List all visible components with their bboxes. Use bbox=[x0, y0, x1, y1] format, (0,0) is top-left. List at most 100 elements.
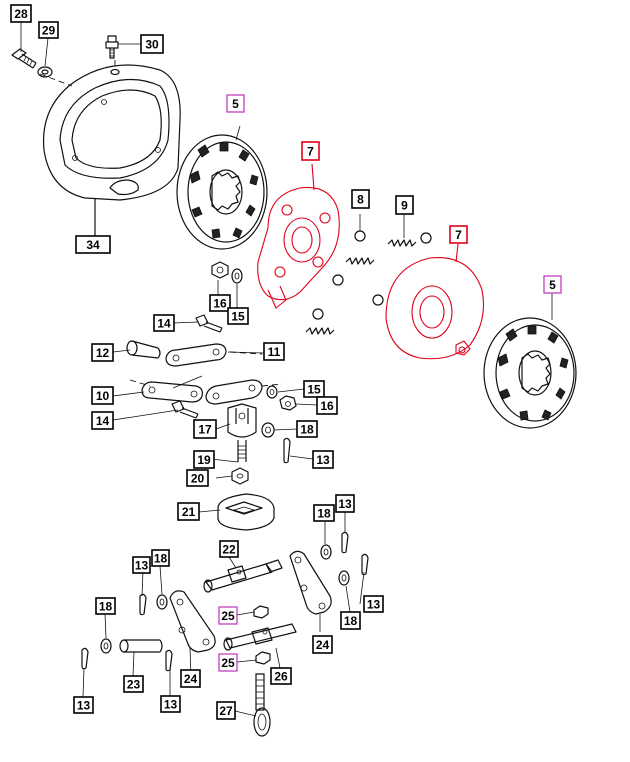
callout-text: 21 bbox=[182, 505, 196, 519]
callout-13: 13 bbox=[132, 556, 151, 574]
callout-text: 15 bbox=[231, 310, 245, 324]
callout-text: 23 bbox=[127, 678, 141, 692]
part-links-11 bbox=[129, 343, 263, 387]
callout-box bbox=[219, 540, 239, 558]
callout-box bbox=[218, 653, 238, 672]
part-plate-24-right bbox=[289, 550, 332, 632]
callout-22: 22 bbox=[219, 540, 239, 558]
callout-5: 5 bbox=[226, 94, 245, 113]
callout-text: 16 bbox=[213, 297, 227, 311]
callout-text: 12 bbox=[96, 346, 110, 360]
callout-text: 18 bbox=[344, 614, 358, 628]
callout-text: 15 bbox=[307, 383, 321, 397]
part-nut-16-washer-15-upper bbox=[211, 261, 243, 284]
callout-box bbox=[91, 386, 114, 405]
part-washer-29 bbox=[37, 66, 53, 78]
callout-13: 13 bbox=[73, 696, 94, 714]
callout-14: 14 bbox=[91, 411, 114, 430]
callout-box bbox=[73, 696, 94, 714]
callout-24: 24 bbox=[312, 635, 333, 654]
callout-box bbox=[177, 502, 200, 521]
part-links-10 bbox=[141, 379, 283, 405]
callout-17: 17 bbox=[193, 419, 217, 439]
callout-text: 24 bbox=[316, 638, 330, 652]
callout-18: 18 bbox=[296, 420, 318, 438]
callout-9: 9 bbox=[395, 195, 414, 215]
callout-box bbox=[340, 611, 361, 630]
part-clevis-17 bbox=[227, 403, 257, 462]
callout-25: 25 bbox=[218, 653, 238, 672]
callout-text: 16 bbox=[320, 399, 334, 413]
callout-10: 10 bbox=[91, 386, 114, 405]
callout-text: 29 bbox=[42, 24, 56, 38]
callout-box bbox=[10, 4, 32, 23]
callout-28: 28 bbox=[10, 4, 32, 23]
part-bolt-14-upper bbox=[195, 314, 223, 333]
callout-box bbox=[151, 549, 170, 567]
callout-15: 15 bbox=[303, 380, 325, 398]
callout-text: 28 bbox=[14, 7, 28, 21]
part-grease-nipple-30 bbox=[105, 35, 119, 59]
callout-13: 13 bbox=[335, 494, 355, 513]
part-washer-15-nut-16-lower bbox=[266, 385, 297, 411]
callout-box bbox=[270, 667, 292, 685]
callout-30: 30 bbox=[140, 34, 164, 54]
callout-text: 17 bbox=[198, 423, 212, 437]
part-bolt-14-lower bbox=[171, 400, 199, 419]
callout-text: 13 bbox=[367, 598, 381, 612]
callout-box bbox=[193, 450, 215, 469]
callout-text: 7 bbox=[455, 228, 462, 242]
callout-text: 25 bbox=[221, 609, 235, 623]
callout-29: 29 bbox=[38, 21, 59, 39]
part-balls-8 bbox=[312, 214, 432, 320]
callout-box bbox=[301, 141, 320, 161]
callout-7: 7 bbox=[301, 141, 320, 161]
callout-8: 8 bbox=[351, 189, 370, 209]
part-washer-18-pin-13-mid bbox=[261, 422, 291, 464]
callout-box bbox=[95, 597, 116, 615]
callout-box bbox=[226, 94, 245, 113]
part-shaft-26 bbox=[223, 623, 297, 651]
callout-16: 16 bbox=[209, 294, 231, 312]
callout-19: 19 bbox=[193, 450, 215, 469]
callout-box bbox=[296, 420, 318, 438]
callout-21: 21 bbox=[177, 502, 200, 521]
callout-box bbox=[180, 669, 201, 688]
callout-box bbox=[38, 21, 59, 39]
callout-27: 27 bbox=[216, 701, 236, 720]
part-pin-12 bbox=[126, 340, 161, 359]
callout-box bbox=[312, 450, 334, 469]
callout-box bbox=[316, 396, 338, 415]
callout-box bbox=[123, 675, 144, 693]
callout-text: 13 bbox=[164, 698, 178, 712]
callout-text: 19 bbox=[197, 453, 211, 467]
part-washers-pins-right bbox=[320, 531, 369, 586]
callout-26: 26 bbox=[270, 667, 292, 685]
part-bolt-28 bbox=[11, 48, 37, 69]
part-plate-24-left bbox=[169, 590, 216, 653]
callout-box bbox=[140, 34, 164, 54]
part-shaft-22 bbox=[203, 559, 283, 593]
part-brake-housing-34 bbox=[39, 60, 181, 238]
callout-20: 20 bbox=[186, 469, 209, 487]
callout-box bbox=[449, 225, 468, 244]
callout-text: 13 bbox=[338, 497, 352, 511]
callout-box bbox=[209, 294, 231, 312]
callout-18: 18 bbox=[340, 611, 361, 630]
callout-box bbox=[153, 314, 175, 332]
callout-box bbox=[227, 307, 249, 325]
callout-box bbox=[543, 275, 562, 294]
callout-text: 13 bbox=[316, 453, 330, 467]
callout-18: 18 bbox=[95, 597, 116, 615]
callout-text: 26 bbox=[274, 670, 288, 684]
callout-25: 25 bbox=[218, 606, 238, 625]
callout-18: 18 bbox=[151, 549, 170, 567]
part-brake-plate-7-right bbox=[385, 243, 485, 360]
callout-text: 22 bbox=[222, 543, 236, 557]
callout-24: 24 bbox=[180, 669, 201, 688]
callout-box bbox=[303, 380, 325, 398]
callout-text: 13 bbox=[135, 559, 149, 573]
callout-box bbox=[160, 695, 181, 713]
callout-16: 16 bbox=[316, 396, 338, 415]
